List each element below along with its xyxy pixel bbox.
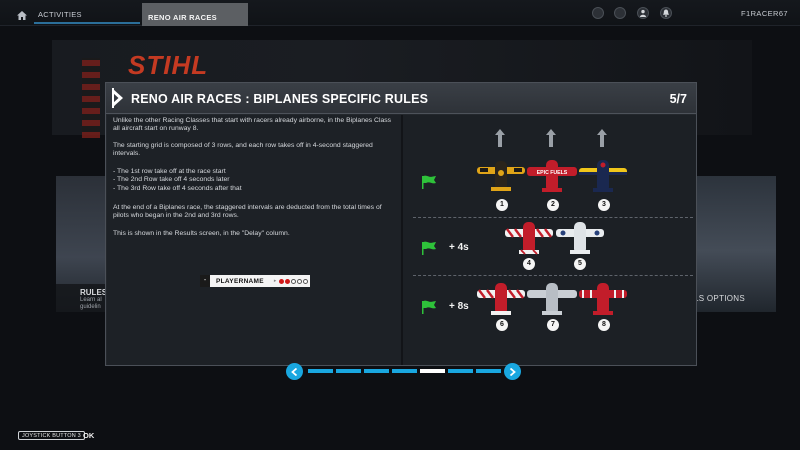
grid-position-badge: 2	[547, 199, 559, 211]
up-arrow-icon	[495, 129, 505, 147]
sponsor-logo: STIHL	[128, 50, 209, 80]
page-dot[interactable]	[420, 369, 445, 373]
biplane-red-white	[505, 222, 553, 255]
tab-underline	[34, 22, 140, 24]
grid-position-badge: 1	[496, 199, 508, 211]
checkered-pylon	[82, 58, 100, 138]
biplane-epic-fuels: EPIC FUELS	[527, 160, 577, 192]
page-dot[interactable]	[448, 369, 473, 373]
rules-card-title: RULES	[80, 288, 108, 297]
chevron-left-icon	[291, 367, 298, 376]
row-delay-label: + 8s	[449, 301, 469, 312]
options-card[interactable]	[692, 176, 776, 312]
up-arrow-icon	[546, 129, 556, 147]
previous-page-button[interactable]	[286, 363, 303, 380]
tab-reno-air-races[interactable]: RENO AIR RACES	[142, 3, 248, 26]
panel-divider	[401, 115, 403, 365]
next-page-button[interactable]	[504, 363, 521, 380]
modal-title: RENO AIR RACES : BIPLANES SPECIFIC RULES	[131, 92, 429, 106]
home-icon	[17, 10, 27, 20]
bell-icon	[663, 9, 669, 17]
chevron-right-icon	[509, 367, 516, 376]
grid-position-badge: 6	[496, 319, 508, 331]
svg-text:EPIC FUELS: EPIC FUELS	[537, 170, 568, 176]
biplane-navy	[579, 160, 627, 192]
ok-action-label[interactable]: OK	[83, 431, 95, 440]
rules-text-panel: Unlike the other Racing Classes that sta…	[107, 115, 402, 365]
rules-card-subtitle: Learn al guidelin	[80, 297, 102, 310]
friends-icon[interactable]	[592, 7, 604, 19]
modal-header: RENO AIR RACES : BIPLANES SPECIFIC RULES…	[106, 83, 696, 114]
biplane-red-white	[477, 283, 525, 315]
rules-card-label-bg	[56, 284, 108, 312]
rules-paragraph: Unlike the other Racing Classes that sta…	[113, 117, 392, 133]
results-delay-cell: -	[200, 275, 210, 287]
row-separator	[413, 275, 693, 276]
biplane-yellow	[477, 161, 525, 191]
rules-paragraph: At the end of a Biplanes race, the stagg…	[113, 204, 382, 220]
chevron-right-icon	[112, 88, 123, 108]
page-dot[interactable]	[476, 369, 501, 373]
grid-position-badge: 3	[598, 199, 610, 211]
results-penalty-dots: ▸	[274, 278, 309, 284]
row-delay-label: + 4s	[449, 242, 469, 253]
row-separator	[413, 217, 693, 218]
page-dot[interactable]	[392, 369, 417, 373]
green-flag-icon	[422, 175, 436, 189]
username[interactable]: F1RACER67	[741, 9, 788, 18]
grid-position-badge: 7	[547, 319, 559, 331]
up-arrow-icon	[597, 129, 607, 147]
results-row-example: - PLAYERNAME ▸	[200, 275, 310, 287]
biplane-white	[556, 222, 604, 254]
options-card-label: LS OPTIONS	[694, 294, 746, 303]
starting-grid-diagram: EPIC FUELS 1 2 3 + 4s 4 5	[403, 115, 696, 365]
rules-paragraph: The starting grid is composed of 3 rows,…	[113, 142, 373, 158]
results-playername: PLAYERNAME	[216, 277, 264, 285]
top-bar: ACTIVITIES RENO AIR RACES F1RACER67	[0, 0, 800, 26]
green-flag-icon	[422, 241, 436, 255]
grid-position-badge: 8	[598, 319, 610, 331]
page-indicator: 5/7	[669, 92, 687, 106]
rules-paragraph: - The 1st row take off at the race start…	[113, 168, 242, 192]
joystick-button-key[interactable]: JOYSTICK BUTTON 3	[18, 431, 85, 440]
page-dot[interactable]	[336, 369, 361, 373]
rules-modal: RENO AIR RACES : BIPLANES SPECIFIC RULES…	[105, 82, 697, 366]
profile-icon[interactable]	[637, 7, 649, 19]
rules-paragraph: This is shown in the Results screen, in …	[113, 230, 290, 237]
achievements-icon[interactable]	[614, 7, 626, 19]
page-dot[interactable]	[364, 369, 389, 373]
biplane-red-white	[579, 283, 627, 315]
tab-activities[interactable]: ACTIVITIES	[38, 10, 82, 19]
notifications-icon[interactable]	[660, 7, 672, 19]
biplane-silver	[527, 283, 577, 315]
page-dot[interactable]	[308, 369, 333, 373]
home-button[interactable]	[14, 8, 30, 22]
user-icon	[640, 9, 646, 17]
grid-position-badge: 5	[574, 258, 586, 270]
grid-position-badge: 4	[523, 258, 535, 270]
green-flag-icon	[422, 300, 436, 314]
